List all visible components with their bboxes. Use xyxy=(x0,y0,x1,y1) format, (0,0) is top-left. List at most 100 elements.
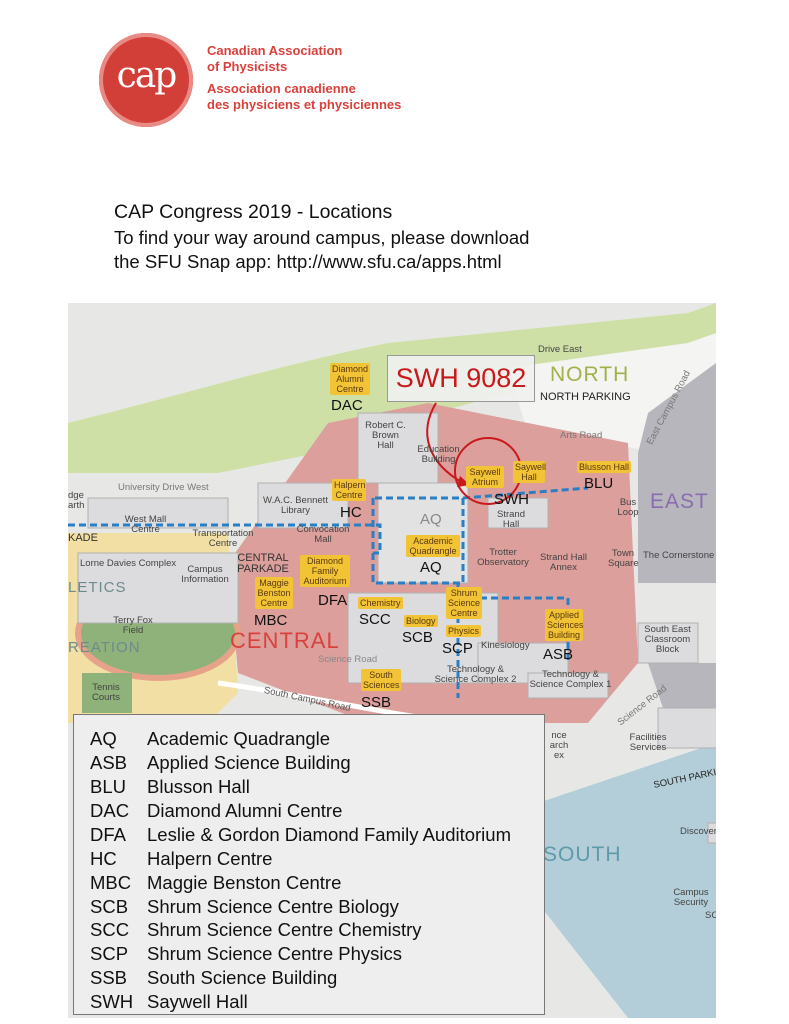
zone-north: NORTH xyxy=(550,363,630,386)
page-title: CAP Congress 2019 - Locations xyxy=(114,201,393,223)
tag-halpern: Halpern Centre xyxy=(332,479,366,501)
tag-chemistry: Chemistry xyxy=(358,597,403,609)
tag-applied-sciences: Applied Sciences Building xyxy=(545,609,584,641)
abbr-asb: ASB xyxy=(543,646,574,663)
legend-abbr: SCB xyxy=(90,896,129,917)
legend-abbr: BLU xyxy=(90,776,126,797)
abbr-ssb: SSB xyxy=(361,694,392,711)
building-transportation: Transportation Centre xyxy=(192,528,254,549)
legend-row: BLU Blusson Hall xyxy=(90,776,250,798)
tag-diamond-alumni: Diamond Alumni Centre xyxy=(330,363,370,395)
tag-maggie-benston: Maggie Benston Centre xyxy=(255,577,293,609)
building-education: Education Building xyxy=(417,444,460,465)
legend-name: South Science Building xyxy=(147,967,338,988)
tennis-courts xyxy=(82,673,132,713)
abbr-aq: AQ xyxy=(420,559,442,576)
legend-name: Academic Quadrangle xyxy=(147,728,331,749)
road-university-drive-west: University Drive West xyxy=(118,482,209,493)
zone-central: CENTRAL xyxy=(230,628,340,653)
aq-grey-label: AQ xyxy=(420,511,442,528)
org-name-en-2: of Physicists xyxy=(207,59,288,74)
legend-name: Shrum Science Centre Physics xyxy=(147,943,402,964)
building-campus-security: Campus Security xyxy=(673,887,709,908)
subtitle-line-2: the SFU Snap app: http://www.sfu.ca/apps… xyxy=(114,251,502,272)
building-strand-annex: Strand Hall Annex xyxy=(540,552,587,573)
building-discovery: Discover xyxy=(680,826,716,837)
legend-name: Blusson Hall xyxy=(147,776,250,797)
tag-saywell-hall: Saywell Hall xyxy=(513,461,547,483)
building-bus-loop: Bus Loop xyxy=(617,497,639,518)
building-edge-earth: dge arth xyxy=(68,490,85,511)
road-drive-east: Drive East xyxy=(538,344,582,355)
building-se-classroom: South East Classroom Block xyxy=(644,624,691,655)
campus-map[interactable]: SWH 9082 NORTH EAST CENTRAL SOUTH LETICS… xyxy=(68,303,716,1018)
zone-athletics: LETICS xyxy=(68,579,127,596)
building-sc: SC xyxy=(705,910,716,921)
subtitle-line-1: To find your way around campus, please d… xyxy=(114,227,530,248)
abbr-blu: BLU xyxy=(584,475,614,492)
legend-abbr: HC xyxy=(90,848,117,869)
road-arts: Arts Road xyxy=(560,430,603,441)
abbr-dac: DAC xyxy=(331,397,363,414)
zone-recreation: REATION xyxy=(68,639,141,656)
tennis-courts-label: Tennis Courts xyxy=(92,682,120,703)
north-parking-label: NORTH PARKING xyxy=(540,391,631,403)
tag-blusson: Blusson Hall xyxy=(577,461,632,473)
abbr-hc: HC xyxy=(340,504,362,521)
zone-east: EAST xyxy=(650,490,709,513)
building-library: W.A.C. Bennett Library xyxy=(263,495,328,516)
building-strand-hall: Strand Hall xyxy=(497,509,525,530)
org-name-fr-1: Association canadienne xyxy=(207,81,356,96)
legend-abbr: SWH xyxy=(90,991,134,1012)
legend-row: SCB Shrum Science Centre Biology xyxy=(90,896,399,918)
org-name-fr-2: des physiciens et physiciennes xyxy=(207,97,402,112)
zone-south: SOUTH xyxy=(543,843,622,866)
central-parkade-label: CENTRAL PARKADE xyxy=(237,552,289,575)
abbr-scc: SCC xyxy=(359,611,391,628)
building-town-square: Town Square xyxy=(608,548,639,569)
buildings xyxy=(77,412,716,844)
building-kinesiology: Kinesiology xyxy=(481,640,530,651)
legend-abbr: MBC xyxy=(90,872,132,893)
legend-name: Saywell Hall xyxy=(147,991,248,1012)
legend-abbr: DFA xyxy=(90,824,126,845)
tag-physics: Physics xyxy=(446,625,482,637)
building-robert-brown: Robert C. Brown Hall xyxy=(365,420,406,451)
abbr-scp: SCP xyxy=(442,640,473,657)
tag-biology: Biology xyxy=(404,615,438,627)
legend-name: Shrum Science Centre Chemistry xyxy=(147,919,422,940)
legend-row: HC Halpern Centre xyxy=(90,848,272,870)
building-tasc1: Technology & Science Complex 1 xyxy=(529,669,612,690)
building-cornerstone: The Cornerstone xyxy=(643,550,715,561)
abbr-dfa: DFA xyxy=(318,592,348,609)
abbr-swh: SWH xyxy=(494,491,529,508)
tag-shrum-science-centre: Shrum Science Centre xyxy=(446,587,482,619)
legend-abbr: AQ xyxy=(90,728,117,749)
logo-mark: cap xyxy=(116,55,178,96)
building-convocation-mall: Convocation Mall xyxy=(296,524,350,545)
legend-name: Diamond Alumni Centre xyxy=(147,800,343,821)
road-science: Science Road xyxy=(318,654,378,665)
abbr-scb: SCB xyxy=(402,629,433,646)
cap-logo: cap xyxy=(99,33,193,127)
callout-arrow xyxy=(426,402,464,484)
legend-row: SCC Shrum Science Centre Chemistry xyxy=(90,919,422,941)
tag-south-sciences: South Sciences xyxy=(361,669,401,691)
legend-row: SWH Saywell Hall xyxy=(90,991,248,1013)
legend-name: Halpern Centre xyxy=(147,848,273,869)
legend-abbr: SCC xyxy=(90,919,130,940)
legend-name: Shrum Science Centre Biology xyxy=(147,896,399,917)
building-facilities: Facilities Services xyxy=(629,732,667,753)
legend-abbr: DAC xyxy=(90,800,130,821)
legend-row: AQ Academic Quadrangle xyxy=(90,728,330,750)
room-callout: SWH 9082 xyxy=(387,355,535,402)
building-west-mall: West Mall Centre xyxy=(124,514,167,535)
legend-name: Leslie & Gordon Diamond Family Auditoriu… xyxy=(147,824,511,845)
building-campus-info: Campus Information xyxy=(181,564,229,585)
tag-saywell-atrium: Saywell Atrium xyxy=(466,466,504,488)
legend-row: DFA Leslie & Gordon Diamond Family Audito… xyxy=(90,824,511,846)
